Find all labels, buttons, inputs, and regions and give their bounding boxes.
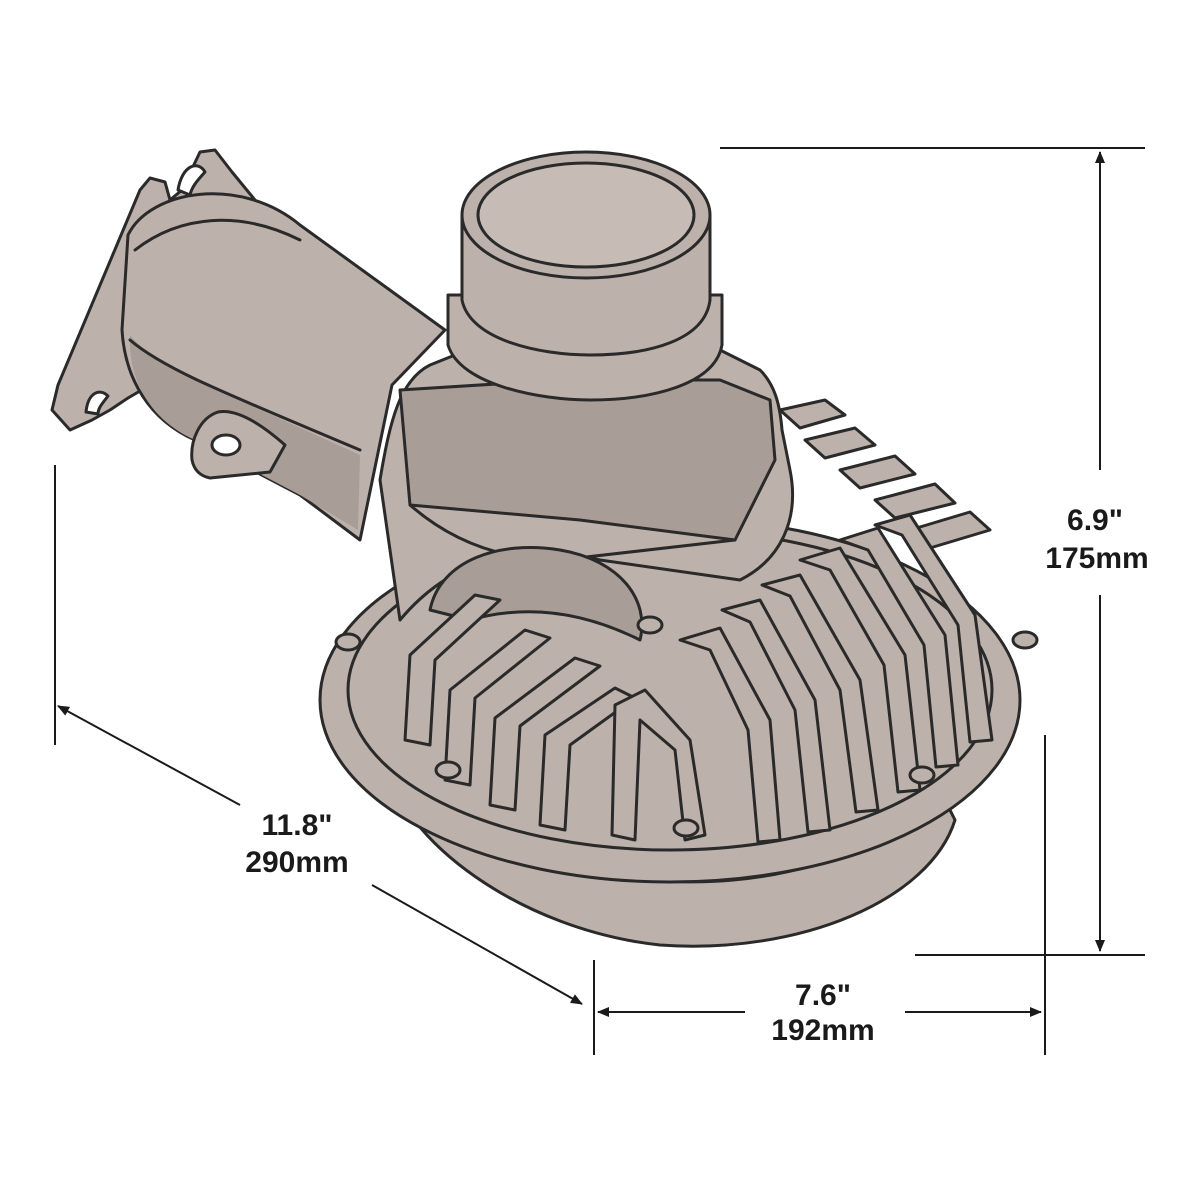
- depth-dimension-line-upper: [57, 705, 241, 806]
- height-label: 6.9" 175mm: [1045, 504, 1148, 575]
- height-imperial: 6.9": [1067, 504, 1123, 537]
- bolt: [1011, 630, 1039, 650]
- mounting-plate-slot-top: [176, 164, 207, 197]
- width-imperial: 7.6": [795, 979, 851, 1012]
- fixture-illustration: [50, 148, 1039, 948]
- bolt: [434, 760, 462, 780]
- depth-dimension-line-lower: [371, 884, 583, 1005]
- depth-label: 11.8" 290mm: [245, 809, 348, 879]
- depth-imperial: 11.8": [262, 809, 333, 842]
- depth-metric: 290mm: [245, 846, 348, 879]
- bolt: [636, 615, 664, 635]
- housing-bolts: [334, 615, 1039, 838]
- bolt: [908, 765, 936, 785]
- height-metric: 175mm: [1045, 542, 1148, 575]
- width-metric: 192mm: [771, 1014, 874, 1047]
- front-heatsink-fins: [403, 513, 994, 844]
- upper-heatsink-fins: [778, 398, 992, 550]
- arm-tab-hole: [210, 433, 242, 457]
- sensor-cap-inner: [476, 161, 696, 269]
- dimension-lines: [54, 147, 1145, 1055]
- mounting-plate-slot-bottom: [84, 390, 110, 416]
- mounting-arm-seam: [128, 218, 362, 452]
- housing-swoosh: [428, 546, 644, 642]
- mounting-arm: [120, 192, 447, 542]
- bolt: [672, 818, 700, 838]
- bolt: [334, 632, 362, 652]
- width-label: 7.6" 192mm: [771, 979, 874, 1047]
